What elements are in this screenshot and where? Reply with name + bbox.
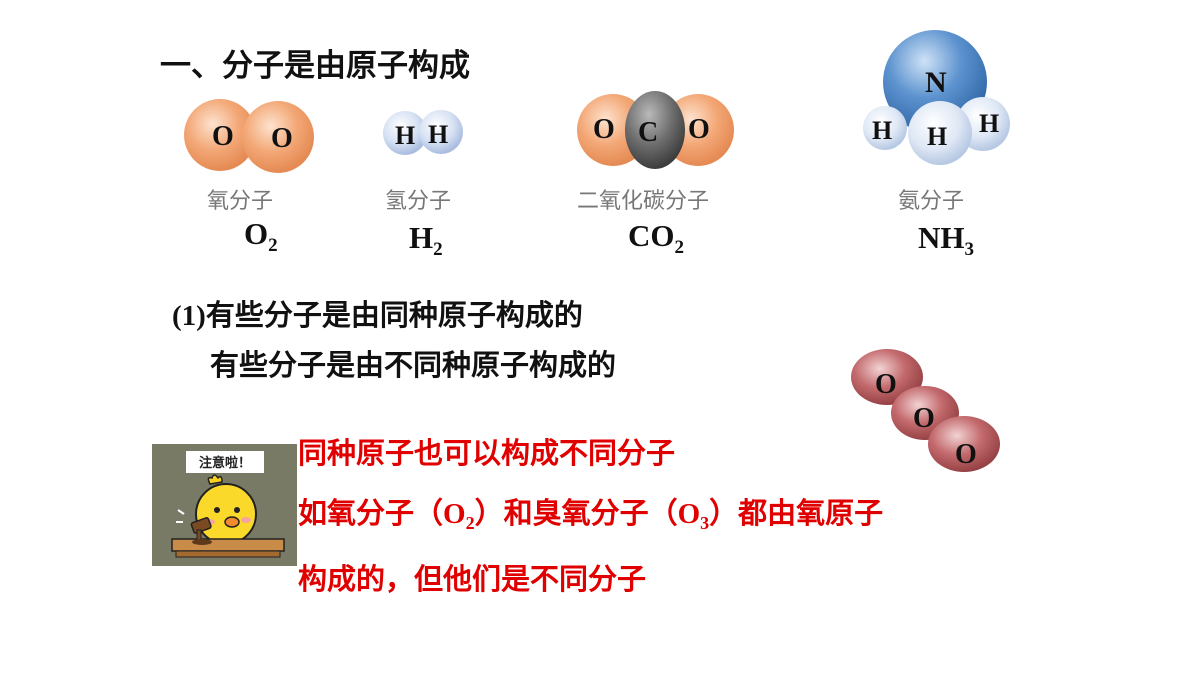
atom-h-left: H [872,116,892,145]
label-carbon-dioxide: 二氧化碳分子 [577,189,710,214]
ozone-molecule-icon: O O O [851,349,1000,472]
notice-badge: 注意啦！ [199,455,251,471]
carbon-dioxide-molecule-icon: O C O [577,91,734,169]
ammonia-molecule-icon: N H H H [863,30,1010,165]
label-hydrogen: 氢分子 [385,189,452,214]
label-oxygen: 氧分子 [207,189,274,214]
atom-o-2: O [271,123,293,154]
atom-n: N [925,66,947,99]
ozone-atom-3: O [955,439,977,470]
page-title: 一、分子是由原子构成 [160,48,470,84]
oxygen-molecule-icon: O O [184,99,314,173]
chick-judge-icon: 注意啦！ [171,451,285,558]
hydrogen-molecule-icon: H H [383,110,463,155]
atom-h-1: H [395,121,415,150]
atom-h-right: H [979,109,999,138]
ozone-atom-2: O [913,403,935,434]
formula-co2: CO2 [628,218,684,258]
molecule-illustrations: O O H H O C O N H H H [184,30,1010,173]
atom-c: C [638,117,658,148]
note-line-1: 同种原子也可以构成不同分子 [298,436,676,470]
formula-o2: O2 [244,216,278,256]
atom-h-2: H [428,120,448,149]
note-line-2: 如氧分子（O2）和臭氧分子（O3）都由氧原子 [298,496,884,533]
formula-nh3: NH3 [918,220,974,260]
atom-o-left: O [593,114,615,145]
ozone-atom-1: O [875,369,897,400]
atom-h-center: H [927,122,947,151]
label-ammonia: 氨分子 [898,189,965,214]
note-line-3: 构成的，但他们是不同分子 [298,562,647,596]
point-same-atoms: (1)有些分子是由同种原子构成的 [172,298,583,332]
atom-o-right: O [688,114,710,145]
point-different-atoms: 有些分子是由不同种原子构成的 [210,348,617,382]
notice-illustration: 注意啦！ [152,444,297,566]
atom-o-1: O [212,121,234,152]
formula-h2: H2 [409,220,443,260]
